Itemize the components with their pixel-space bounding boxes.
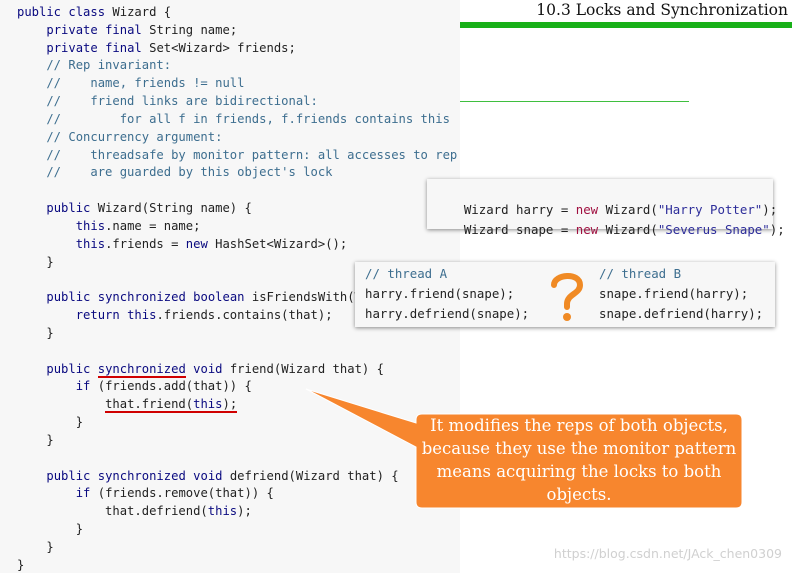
constructor-call: Wizard( <box>598 222 658 237</box>
statement-end: ); <box>769 222 785 237</box>
threads-box: // thread A harry.friend(snape); harry.d… <box>355 262 775 327</box>
question-mark-icon <box>551 273 583 321</box>
code-line: private final String name; <box>46 22 238 37</box>
code-line: if (friends.remove(that)) { <box>75 486 274 501</box>
code-line: } <box>17 539 54 554</box>
code-line: if (friends.add(that)) { <box>75 379 252 394</box>
code-line: // for all f in friends, f.friends conta… <box>17 111 450 126</box>
code-line: } <box>17 432 54 447</box>
declaration-text: Wizard harry = <box>463 202 576 217</box>
string-literal: "Harry Potter" <box>657 202 763 217</box>
declaration-line-snape: Wizard snape = new Wizard("Severus Snape… <box>434 207 785 252</box>
code-line: public class Wizard { <box>17 5 172 19</box>
string-literal: "Severus Snape" <box>657 222 770 237</box>
code-line: // Rep invariant: <box>17 58 172 73</box>
statement-end: ); <box>762 202 778 217</box>
thread-a-line: harry.defriend(snape); <box>365 306 530 321</box>
thread-a-comment: // thread A <box>365 266 448 281</box>
new-keyword: new <box>575 202 599 217</box>
code-line: public synchronized void friend(Wizard t… <box>46 361 384 378</box>
code-line: } <box>17 557 25 572</box>
code-line: this.friends = new HashSet<Wizard>(); <box>75 236 348 251</box>
code-line: // threadsafe by monitor pattern: all ac… <box>17 147 458 162</box>
thread-b-line: snape.friend(harry); <box>599 286 749 301</box>
code-line: public synchronized void defriend(Wizard… <box>46 468 399 483</box>
code-line: // friend links are bidirectional: <box>17 94 318 109</box>
code-line: } <box>17 522 84 537</box>
thread-b-comment: // thread B <box>599 266 682 281</box>
code-line: } <box>17 415 84 430</box>
code-line: } <box>17 325 54 340</box>
section-title: 10.3 Locks and Synchronization <box>536 1 788 19</box>
code-line: public Wizard(String name) { <box>46 201 252 216</box>
code-line: // are guarded by this object's lock <box>17 165 333 180</box>
new-keyword: new <box>575 222 599 237</box>
code-line: that.defriend(this); <box>17 504 252 519</box>
code-line: that.friend(this); <box>105 397 238 414</box>
callout-text: It modifies the reps of both objects, be… <box>421 416 737 504</box>
code-line: private final Set<Wizard> friends; <box>46 40 296 55</box>
code-listing: public class Wizard { private final Stri… <box>17 4 457 575</box>
code-line: } <box>17 254 54 269</box>
code-line: this.name = name; <box>75 218 201 233</box>
declaration-text: Wizard snape = <box>463 222 576 237</box>
watermark: https://blog.csdn.net/JAck_chen0309 <box>553 546 782 561</box>
code-line: // Concurrency argument: <box>17 129 223 144</box>
code-line: public synchronized boolean isFriendsWit… <box>46 290 370 305</box>
constructor-call: Wizard( <box>598 202 658 217</box>
thread-b-line: snape.defriend(harry); <box>599 306 764 321</box>
header-divider-line <box>460 101 689 102</box>
declaration-line-harry: Wizard harry = new Wizard("Harry Potter"… <box>434 187 777 232</box>
code-line: return this.friends.contains(that); <box>75 308 333 323</box>
thread-a-line: harry.friend(snape); <box>365 286 515 301</box>
code-line: // name, friends != null <box>17 76 245 91</box>
header-accent-bar <box>460 22 792 28</box>
wizard-declarations-box: Wizard harry = new Wizard("Harry Potter"… <box>427 179 785 237</box>
